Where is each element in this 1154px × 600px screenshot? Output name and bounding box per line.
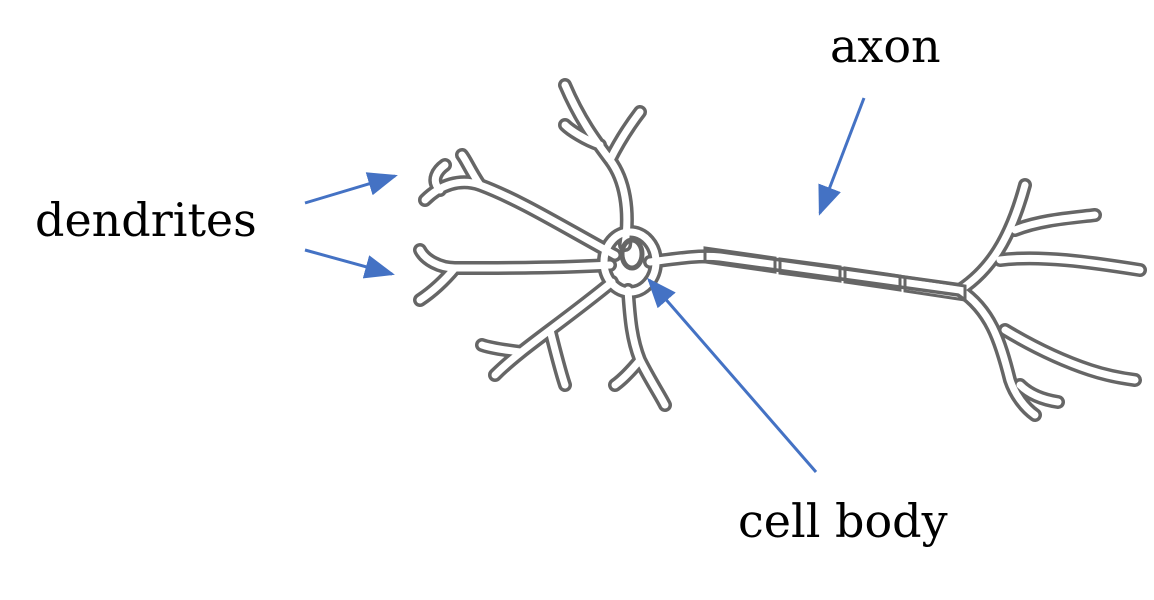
axon-terminal-upper xyxy=(953,178,1147,297)
myelin-sheath xyxy=(703,246,967,302)
arrows xyxy=(304,97,866,473)
neuron-illustration xyxy=(413,78,1147,422)
dendrites-arrow-lower xyxy=(304,248,395,279)
axon-label: axon xyxy=(830,19,941,73)
dendrites-label: dendrites xyxy=(35,193,257,247)
axon-arrow xyxy=(818,97,866,216)
dendrites-arrow-upper xyxy=(304,172,398,205)
cell-body-arrow xyxy=(647,277,818,473)
nucleus xyxy=(619,237,645,271)
cell-body-label: cell body xyxy=(738,494,948,548)
